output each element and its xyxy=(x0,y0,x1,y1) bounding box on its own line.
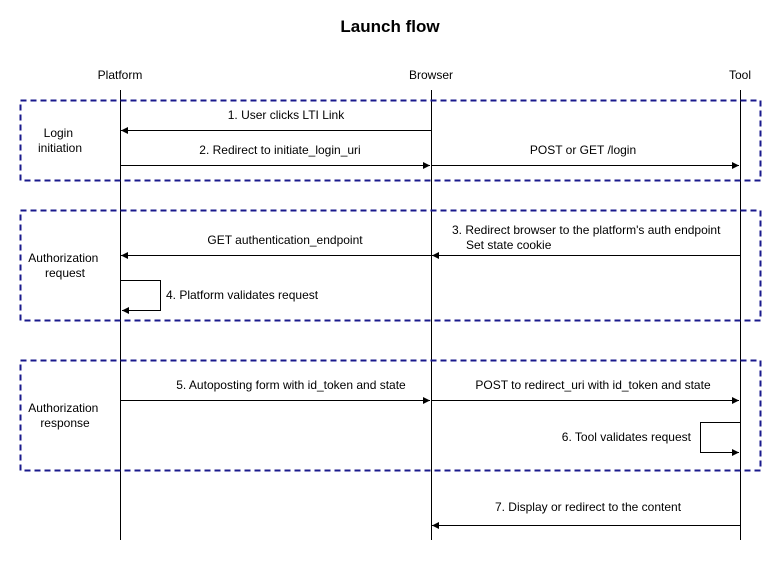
message-3-label: 3. Redirect browser to the platform's au… xyxy=(452,223,724,252)
actor-tool-label: Tool xyxy=(729,68,751,82)
actor-platform-label: Platform xyxy=(98,68,143,82)
message-6-self-arrow xyxy=(700,422,740,456)
message-4-self-arrow xyxy=(121,280,161,314)
group-authorization-response-label: Authorization response xyxy=(28,401,101,430)
actor-browser-label: Browser xyxy=(409,68,453,82)
message-4-label: 4. Platform validates request xyxy=(166,288,319,302)
message-get-auth-label: GET authentication_endpoint xyxy=(207,233,363,247)
group-authorization-response-box xyxy=(19,359,762,472)
group-login-initiation-box xyxy=(19,99,762,182)
message-1-label: 1. User clicks LTI Link xyxy=(228,108,345,122)
message-2-label: 2. Redirect to initiate_login_uri xyxy=(199,143,360,157)
group-authorization-request-box xyxy=(19,209,762,322)
message-post-redirect-label: POST to redirect_uri with id_token and s… xyxy=(475,378,711,392)
message-login-label: POST or GET /login xyxy=(530,143,636,157)
group-login-initiation-label: Login initiation xyxy=(38,126,82,155)
diagram-title: Launch flow xyxy=(340,17,440,36)
message-6-label: 6. Tool validates request xyxy=(562,430,692,444)
message-7-label: 7. Display or redirect to the content xyxy=(495,500,682,514)
message-5-label: 5. Autoposting form with id_token and st… xyxy=(176,378,406,392)
group-authorization-request-label: Authorization request xyxy=(28,251,101,280)
